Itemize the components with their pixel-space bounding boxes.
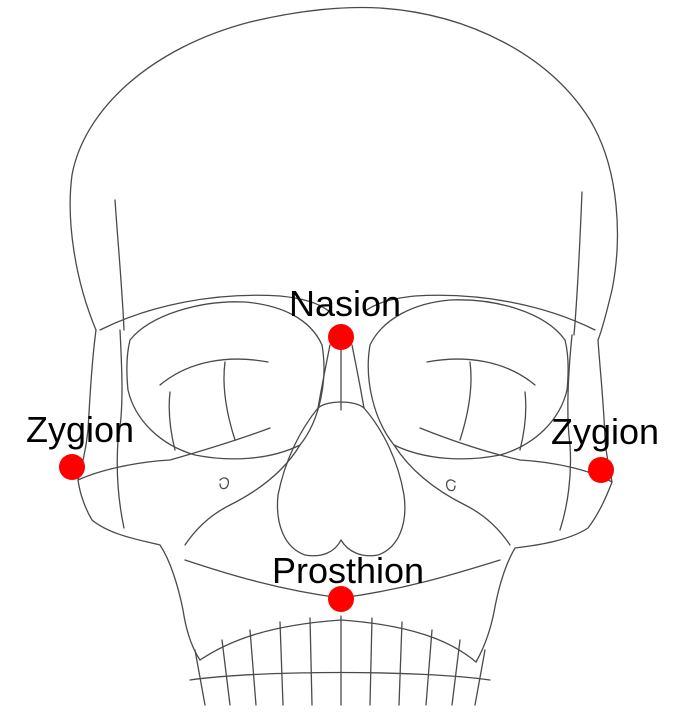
prosthion-marker: [328, 586, 354, 612]
left-maxilla: [185, 445, 300, 545]
right-maxilla: [394, 445, 510, 545]
nasal-aperture: [277, 402, 404, 556]
zygion-right-marker: [588, 457, 614, 483]
left-orbit-fissure: [160, 359, 268, 450]
right-infraorbital-foramen: [447, 480, 455, 491]
left-orbit: [127, 302, 324, 459]
right-zygoma-contour: [476, 340, 612, 662]
zygion-right-label: Zygion: [551, 414, 659, 450]
upper-teeth: [190, 616, 490, 705]
temporal-line-right: [574, 192, 582, 335]
nasion-marker: [328, 324, 354, 350]
left-infraorbital-foramen: [220, 478, 228, 489]
nasion-label: Nasion: [289, 286, 401, 322]
temporal-line-left: [115, 200, 124, 330]
zygion-left-label: Zygion: [26, 412, 134, 448]
nasal-bones: [318, 345, 364, 410]
prosthion-label: Prosthion: [272, 553, 424, 589]
left-zygoma-contour: [78, 330, 200, 660]
zygion-left-marker: [59, 454, 85, 480]
